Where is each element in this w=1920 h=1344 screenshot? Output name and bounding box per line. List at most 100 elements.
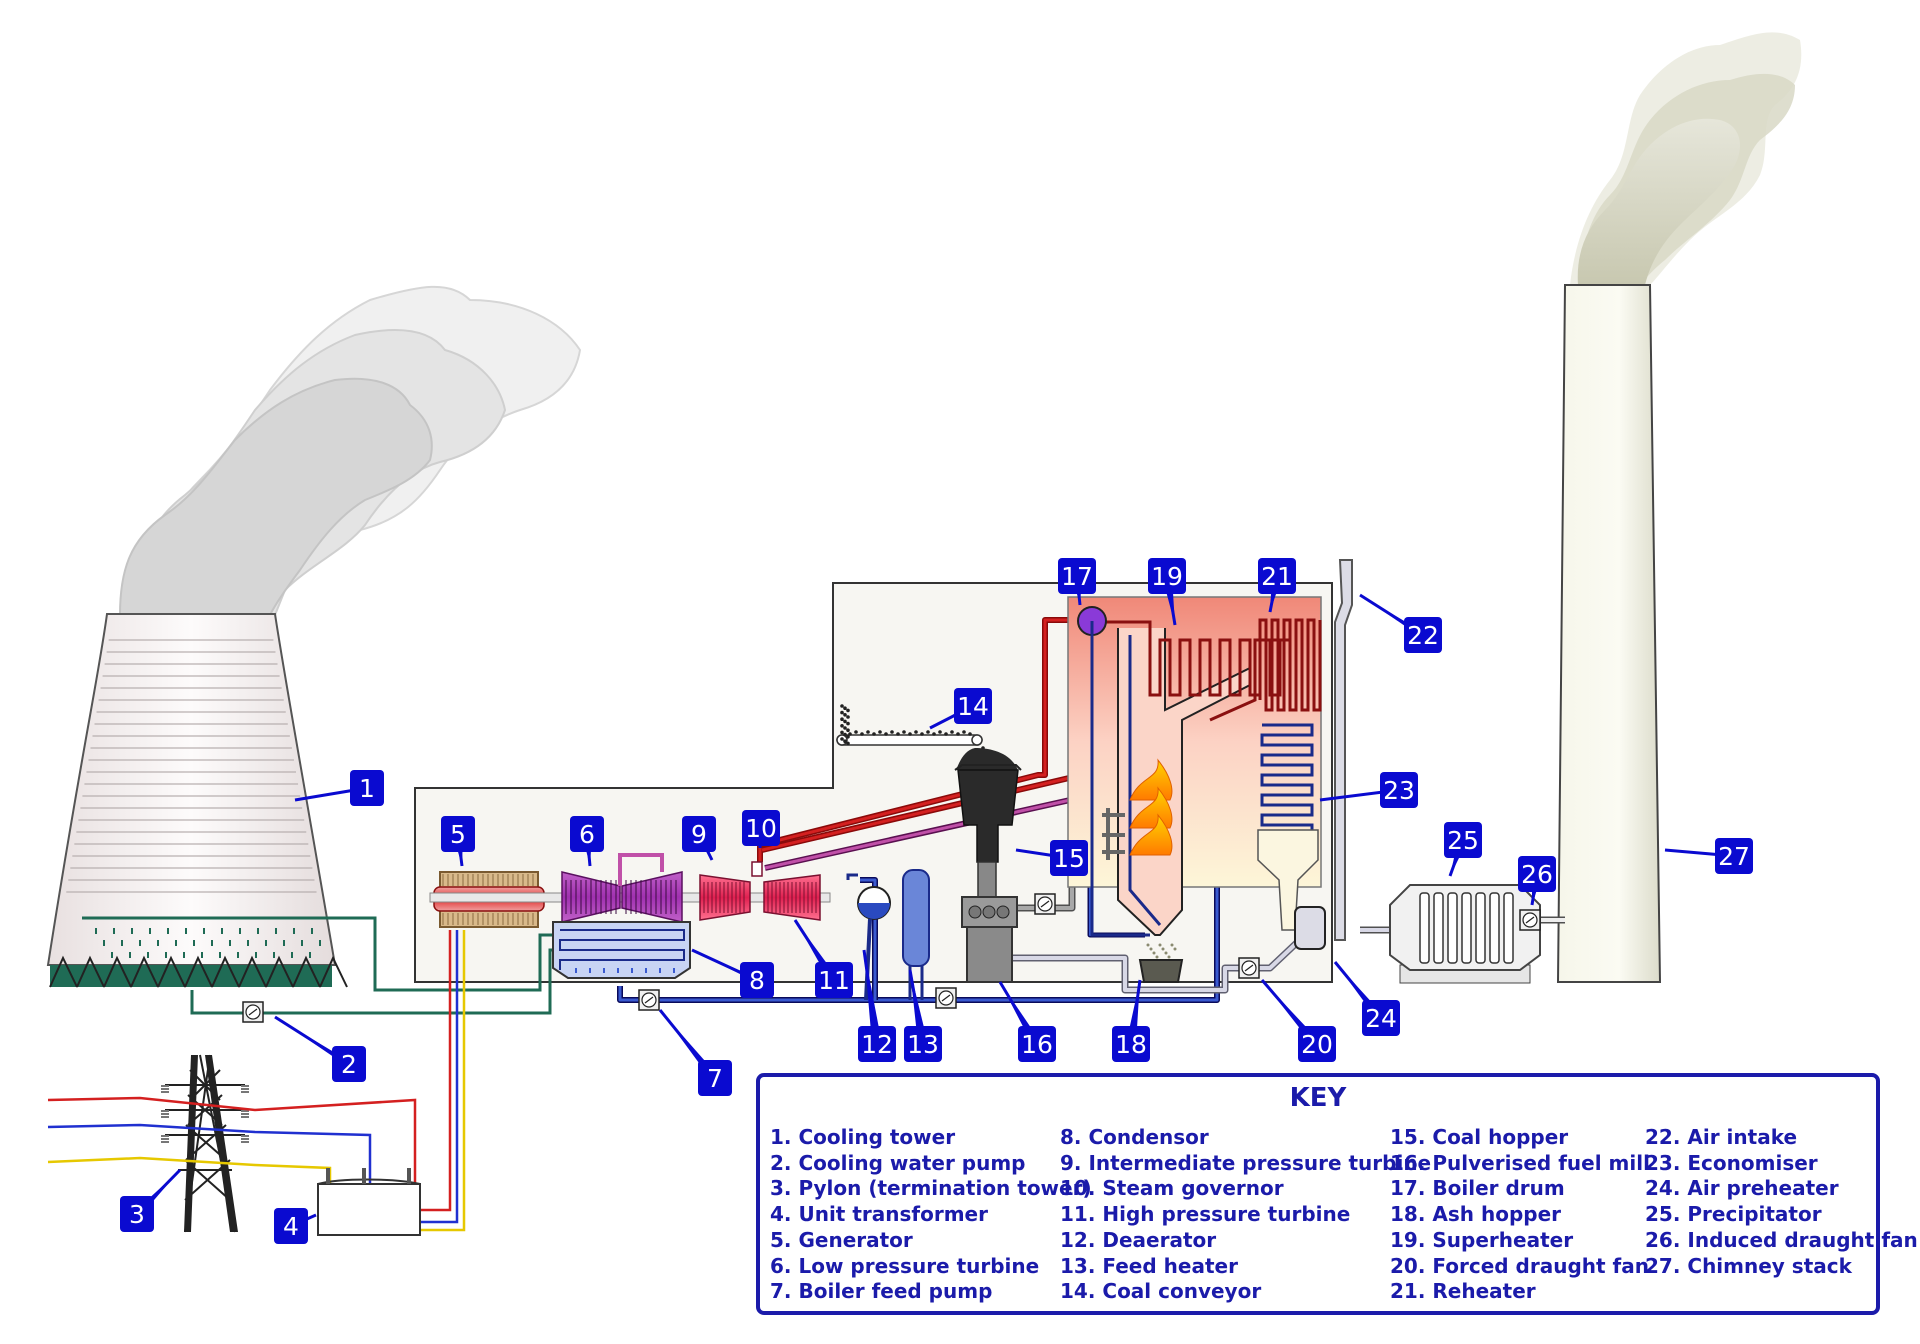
- tag-26-badge: [1518, 856, 1556, 892]
- key-column-3: 15. Coal hopper 16. Pulverised fuel mill…: [1390, 1125, 1650, 1305]
- unit-transformer: [317, 1168, 421, 1236]
- tag-12: 12: [858, 949, 896, 1062]
- tag-17-number: 17: [1061, 562, 1093, 591]
- tag-13-number: 13: [907, 1030, 939, 1059]
- tag-18-badge: [1112, 1026, 1150, 1062]
- fans-and-pumps: [242, 893, 1541, 1023]
- key-item: 7. Boiler feed pump: [770, 1279, 993, 1304]
- key-item: 1. Cooling tower: [770, 1125, 956, 1149]
- tag-20: 20: [1260, 979, 1336, 1062]
- key-item: 4. Unit transformer: [770, 1202, 988, 1227]
- tag-26-number: 26: [1521, 860, 1553, 889]
- tag-22-number: 22: [1407, 621, 1439, 650]
- tag-2: 2: [274, 1015, 366, 1082]
- tag-12-pointer: [864, 950, 882, 1044]
- tag-11: 11: [793, 919, 853, 998]
- tag-15-number: 15: [1053, 844, 1085, 873]
- tag-4-number: 4: [283, 1212, 299, 1241]
- key-item: 3. Pylon (termination tower): [770, 1176, 1092, 1201]
- tag-14: 14: [929, 688, 992, 730]
- key-item: 21. Reheater: [1390, 1279, 1536, 1304]
- tag-19: 19: [1148, 558, 1186, 626]
- tag-25: 25: [1444, 822, 1482, 877]
- chimney-smoke: [1570, 32, 1802, 285]
- tag-13: 13: [904, 969, 942, 1062]
- tag-20-number: 20: [1301, 1030, 1333, 1059]
- tag-9-number: 9: [691, 820, 707, 849]
- tag-3-number: 3: [129, 1200, 145, 1229]
- key-item: 10. Steam governor: [1060, 1176, 1284, 1201]
- tag-13-pointer: [910, 970, 928, 1044]
- tag-10-badge: [742, 810, 780, 846]
- tag-8: 8: [691, 948, 774, 998]
- tag-18: 18: [1112, 979, 1150, 1062]
- ash-hopper: [1138, 943, 1184, 983]
- tag-16-badge: [1018, 1026, 1056, 1062]
- key-item: 14. Coal conveyor: [1060, 1279, 1262, 1304]
- key-item: 12. Deaerator: [1060, 1227, 1217, 1252]
- low-pressure-turbine: [561, 853, 683, 923]
- key-item: 20. Forced draught fan: [1390, 1253, 1649, 1278]
- tag-22-badge: [1404, 617, 1442, 653]
- tag-4-badge: [274, 1208, 308, 1244]
- tag-9: 9: [682, 816, 716, 861]
- intermediate-pressure-turbine: [699, 874, 751, 921]
- air-preheater: [1294, 906, 1326, 950]
- tag-1: 1: [294, 770, 384, 806]
- tag-7-badge: [698, 1060, 732, 1096]
- tag-25-badge: [1444, 822, 1482, 858]
- tag-6-badge: [570, 816, 604, 852]
- tag-17-badge: [1058, 558, 1096, 594]
- tag-15-badge: [1050, 840, 1088, 876]
- key-title: KEY: [1289, 1083, 1347, 1113]
- key-item: 26. Induced draught fan: [1645, 1227, 1918, 1252]
- key-item: 9. Intermediate pressure turbine: [1060, 1150, 1432, 1175]
- tag-6: 6: [570, 816, 604, 867]
- tag-26: 26: [1518, 856, 1556, 906]
- key-item: 8. Condensor: [1060, 1125, 1209, 1149]
- key-item: 13. Feed heater: [1060, 1253, 1238, 1278]
- key-item: 16. Pulverised fuel mill: [1390, 1150, 1650, 1175]
- key-item: 22. Air intake: [1645, 1125, 1798, 1149]
- tag-2-number: 2: [341, 1050, 357, 1079]
- air-intake-duct: [1334, 559, 1353, 941]
- tag-27: 27: [1664, 838, 1753, 874]
- key-column-4: 22. Air intake 23. Economiser 24. Air pr…: [1645, 1125, 1918, 1279]
- tag-21: 21: [1258, 558, 1296, 613]
- key-item: 19. Superheater: [1390, 1227, 1574, 1252]
- key-item: 18. Ash hopper: [1390, 1202, 1562, 1227]
- tag-7-number: 7: [707, 1064, 723, 1093]
- tag-24-number: 24: [1365, 1004, 1397, 1033]
- tag-7: 7: [658, 1009, 732, 1096]
- precipitator: [1389, 884, 1541, 984]
- tag-21-number: 21: [1261, 562, 1293, 591]
- tag-10: 10: [742, 810, 780, 849]
- deaerator: [846, 873, 891, 1001]
- key-item: 25. Precipitator: [1645, 1202, 1822, 1227]
- chimney-stack: [1556, 284, 1662, 983]
- tag-1-number: 1: [359, 774, 375, 803]
- key-item: 15. Coal hopper: [1390, 1125, 1569, 1149]
- tag-23-number: 23: [1383, 776, 1415, 805]
- cooling-tower-steam: [118, 285, 582, 616]
- tag-13-badge: [904, 1026, 942, 1062]
- tag-9-badge: [682, 816, 716, 852]
- tag-15: 15: [1015, 840, 1088, 876]
- key-item: 17. Boiler drum: [1390, 1176, 1565, 1201]
- tag-1-badge: [350, 770, 384, 806]
- tag-21-badge: [1258, 558, 1296, 594]
- tag-5-number: 5: [450, 820, 466, 849]
- key-item: 24. Air preheater: [1645, 1176, 1839, 1201]
- tag-20-badge: [1298, 1026, 1336, 1062]
- tag-2-badge: [332, 1046, 366, 1082]
- key-legend: KEY 1. Cooling tower 2. Cooling water pu…: [756, 1073, 1918, 1315]
- tag-24: 24: [1333, 961, 1400, 1036]
- tag-27-badge: [1715, 838, 1753, 874]
- key-item: 5. Generator: [770, 1227, 913, 1252]
- key-item: 23. Economiser: [1645, 1150, 1818, 1175]
- key-column-1: 1. Cooling tower 2. Cooling water pump 3…: [770, 1125, 1092, 1305]
- tag-8-badge: [740, 962, 774, 998]
- tag-5: 5: [441, 816, 475, 867]
